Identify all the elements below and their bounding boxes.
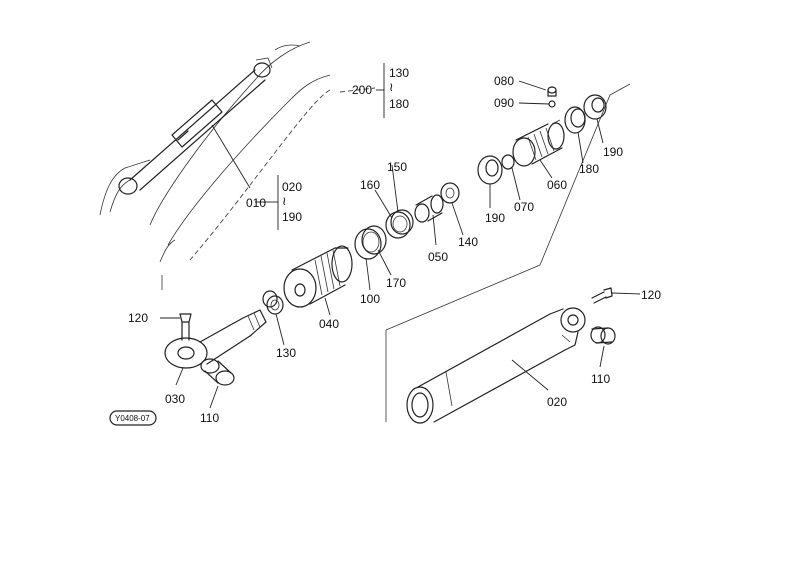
label-110-left: 110 <box>200 411 219 425</box>
cylinder-tube-020 <box>406 307 586 424</box>
mounted-cylinder <box>118 57 273 195</box>
label-180: 180 <box>579 162 599 176</box>
ring-100 <box>354 225 387 260</box>
label-020-group: 020 <box>282 180 302 194</box>
label-190-a: 190 <box>603 145 623 159</box>
bushing-110-right <box>590 326 616 345</box>
label-140: 140 <box>458 235 478 249</box>
label-170: 170 <box>386 276 406 290</box>
label-180-top: 180 <box>389 97 409 111</box>
label-200: 200 <box>352 83 372 97</box>
grease-nipple-left <box>179 313 192 341</box>
seal-180 <box>564 106 586 134</box>
part-labels: 200 130 ≀ 180 010 020 ≀ 190 080 090 150 … <box>128 66 661 425</box>
reference-badge: Y0408-07 <box>109 410 157 426</box>
label-100: 100 <box>360 292 380 306</box>
label-050: 050 <box>428 250 448 264</box>
leader-lines <box>160 63 641 409</box>
spacer-050 <box>414 194 444 223</box>
label-160: 160 <box>360 178 380 192</box>
machine-arm-outline <box>99 41 376 290</box>
grease-nipple-right <box>591 287 613 304</box>
label-080: 080 <box>494 74 514 88</box>
label-110-right: 110 <box>591 372 610 386</box>
label-150: 150 <box>387 160 407 174</box>
reference-badge-text: Y0408-07 <box>115 414 150 423</box>
piston-060 <box>512 119 565 167</box>
ring-190 <box>583 94 607 120</box>
range-mark-left: ≀ <box>282 194 287 208</box>
seal-190-070 <box>477 154 515 185</box>
bushing-110-left <box>200 358 235 386</box>
label-190-group: 190 <box>282 210 302 224</box>
label-060: 060 <box>547 178 567 192</box>
ball-090 <box>548 100 556 108</box>
label-070: 070 <box>514 200 534 214</box>
label-120-right: 120 <box>641 288 661 302</box>
label-130: 130 <box>276 346 296 360</box>
seal-130 <box>262 290 284 315</box>
label-090: 090 <box>494 96 514 110</box>
label-190-b: 190 <box>485 211 505 225</box>
cylinder-head-040 <box>283 245 353 308</box>
rod-end-030 <box>164 309 267 369</box>
label-130-top: 130 <box>389 66 409 80</box>
label-010: 010 <box>246 196 266 210</box>
label-030: 030 <box>165 392 185 406</box>
label-120-left: 120 <box>128 311 148 325</box>
range-mark-top: ≀ <box>389 80 394 94</box>
set-screw-080 <box>547 86 557 97</box>
ring-140 <box>440 182 460 204</box>
label-040: 040 <box>319 317 339 331</box>
label-020: 020 <box>547 395 567 409</box>
